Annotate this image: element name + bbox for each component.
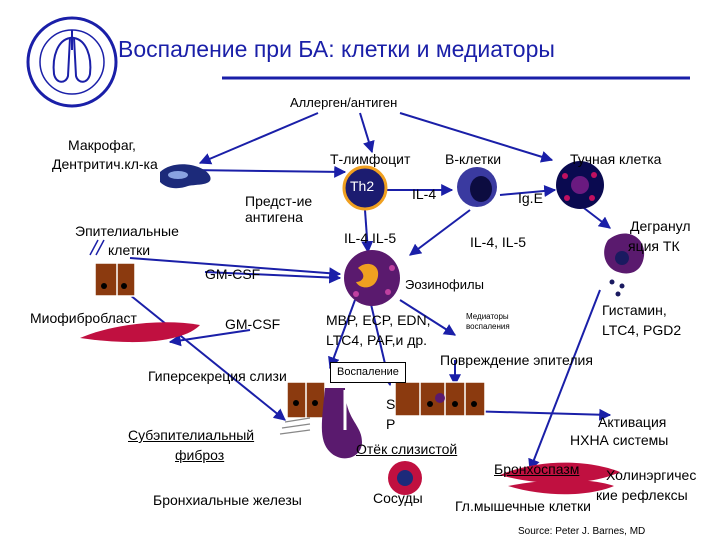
substance-p-p-label: P bbox=[386, 416, 396, 432]
gina-logo bbox=[26, 16, 118, 108]
bronchospasm-label: Бронхоспазм bbox=[494, 461, 580, 477]
activation-label-1: Активация bbox=[598, 414, 667, 430]
subepithelial-fibrosis-label-1: Субэпителиальный bbox=[128, 427, 255, 443]
il4-il5-left-label: IL-4 IL-5 bbox=[344, 230, 397, 246]
ige-label: Ig.E bbox=[518, 190, 543, 206]
bronchial-glands-label: Бронхиальные железы bbox=[153, 492, 302, 508]
smooth-muscle-label: Гл.мышечные клетки bbox=[455, 498, 591, 514]
histamine-label-2: LTC4, PGD2 bbox=[602, 322, 682, 338]
il4-top-label: IL-4 bbox=[412, 186, 437, 202]
epithelial-label-2: клетки bbox=[108, 242, 151, 258]
substance-p-s-label: S bbox=[386, 396, 396, 412]
myofibroblast-icon bbox=[80, 322, 200, 343]
th2-cell-icon bbox=[342, 165, 388, 211]
b-cell-icon bbox=[457, 167, 497, 207]
cholinergic-label-2: кие рефлексы bbox=[596, 487, 688, 503]
bcells-label: В-клетки bbox=[445, 151, 502, 167]
eosinophil-icon bbox=[344, 250, 400, 306]
dendritic-nucleus-icon bbox=[168, 171, 188, 179]
epithelial-label-1: Эпителиальные bbox=[75, 223, 179, 239]
inflammation-box: Воспаление bbox=[330, 362, 406, 383]
antigen-presentation-label-1: Предст-ие bbox=[245, 193, 313, 209]
myofibroblast-label: Миофибробласт bbox=[30, 310, 137, 326]
hypersecretion-label: Гиперсекреция слизи bbox=[148, 368, 287, 384]
gmcsf-label-1: GM-CSF bbox=[205, 266, 261, 282]
cholinergic-label-1: Холинэргичес bbox=[606, 467, 697, 483]
antigen-presentation-label-2: антигена bbox=[245, 209, 303, 225]
mast-cell-icon bbox=[556, 161, 604, 209]
subepithelial-fibrosis-label-2: фиброз bbox=[175, 447, 225, 463]
vessels-label: Сосуды bbox=[373, 490, 423, 506]
epithelial-cells-icon bbox=[89, 239, 136, 297]
histamine-label-1: Гистамин, bbox=[602, 302, 667, 318]
ltc4-paf-label: LTC4, PAF,и др. bbox=[326, 332, 428, 348]
mediators-label-2: воспаления bbox=[466, 322, 510, 331]
epithelial-damage-label: Повреждение эпителия bbox=[440, 352, 593, 368]
smooth-muscle-icon bbox=[500, 462, 620, 495]
tcell-label: Т-лимфоцит bbox=[330, 151, 411, 167]
vessel-icon bbox=[388, 461, 422, 495]
degranulation-label-1: Дегранул bbox=[630, 218, 691, 234]
degranulating-mast-cell-icon bbox=[604, 233, 645, 297]
source-caption: Source: Peter J. Barnes, MD bbox=[518, 526, 646, 537]
activation-label-2: НХНА системы bbox=[570, 432, 669, 448]
mbp-ecp-edn-label: MBP, ECP, EDN, bbox=[326, 312, 431, 328]
gmcsf-label-2: GM-CSF bbox=[225, 316, 281, 332]
fibrosis-lines-icon bbox=[279, 417, 311, 435]
bronchial-gland-icon bbox=[321, 388, 362, 459]
mast-cell-label: Тучная клетка bbox=[570, 151, 662, 167]
mediators-label-1: Медиаторы bbox=[466, 312, 509, 321]
allergen-label: Аллерген/антиген bbox=[290, 95, 398, 110]
page-title: Воспаление при БА: клетки и медиаторы bbox=[118, 36, 555, 62]
degranulation-label-2: яция ТК bbox=[628, 238, 680, 254]
th2-label: Th2 bbox=[350, 178, 375, 194]
macrophage-label-2: Дентритич.кл-ка bbox=[52, 156, 158, 172]
macrophage-label-1: Макрофаг, bbox=[68, 137, 136, 153]
eosinophils-label: Эозинофилы bbox=[405, 277, 484, 292]
il4-il5-right-label: IL-4, IL-5 bbox=[470, 234, 527, 250]
hypersecretion-cells-icon bbox=[286, 381, 326, 419]
mucosal-edema-label: Отёк слизистой bbox=[356, 441, 458, 457]
damaged-epithelium-icon bbox=[394, 381, 486, 417]
